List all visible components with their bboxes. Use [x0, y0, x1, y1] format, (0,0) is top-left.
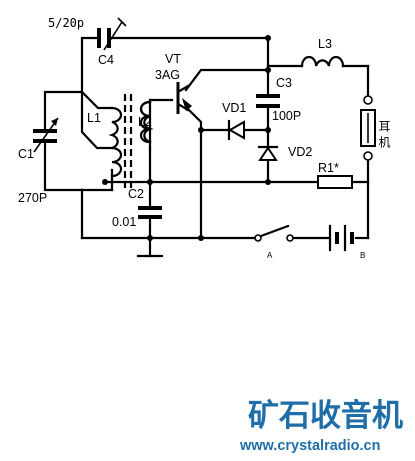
c4-capacitor [97, 17, 127, 51]
earphone [360, 95, 376, 161]
c4-value-label: 5/20p [48, 16, 84, 30]
c2-value-label: 0.01 [112, 215, 136, 229]
vd1-label: VD1 [222, 101, 246, 115]
l2-label: L2 [138, 115, 152, 129]
wiring [43, 36, 370, 258]
watermark: 矿石收音机 www.crystalradio.cn [239, 398, 403, 454]
labels: 5/20p C4 VT 3AG L3 C3 100P L1 L2 VD1 VD2… [18, 16, 391, 260]
c3-capacitor [256, 94, 280, 108]
watermark-title: 矿石收音机 [248, 398, 403, 434]
junction-dots [102, 35, 271, 241]
l3-inductor [300, 55, 345, 68]
l1-coil [108, 106, 123, 178]
c1-variable-capacitor [33, 117, 59, 153]
c1-value-label: 270P [18, 191, 47, 205]
c4-label: C4 [98, 53, 114, 67]
l2-coil [139, 100, 154, 144]
vt-label: VT [165, 52, 181, 66]
vt-type-label: 3AG [155, 68, 180, 82]
c1-label: C1 [18, 147, 34, 161]
c3-value-label: 100P [272, 109, 301, 123]
vd1-diode [227, 119, 245, 141]
r1-resistor [317, 175, 353, 189]
terminal-b-label: B [360, 251, 365, 260]
earphone-label: 耳机 [377, 120, 391, 152]
c2-capacitor [138, 206, 162, 219]
ferrite-core [123, 94, 133, 188]
vd2-label: VD2 [288, 145, 312, 159]
c2-label: C2 [128, 187, 144, 201]
r1-label: R1* [318, 161, 339, 175]
l3-label: L3 [318, 37, 332, 51]
watermark-url: www.crystalradio.cn [239, 438, 380, 454]
terminal-a-label: A [267, 251, 273, 260]
battery [328, 224, 354, 252]
vd2-diode [257, 145, 279, 161]
c3-label: C3 [276, 76, 292, 90]
transistor-vt [176, 82, 192, 114]
switch [254, 224, 294, 242]
l1-label: L1 [87, 111, 101, 125]
